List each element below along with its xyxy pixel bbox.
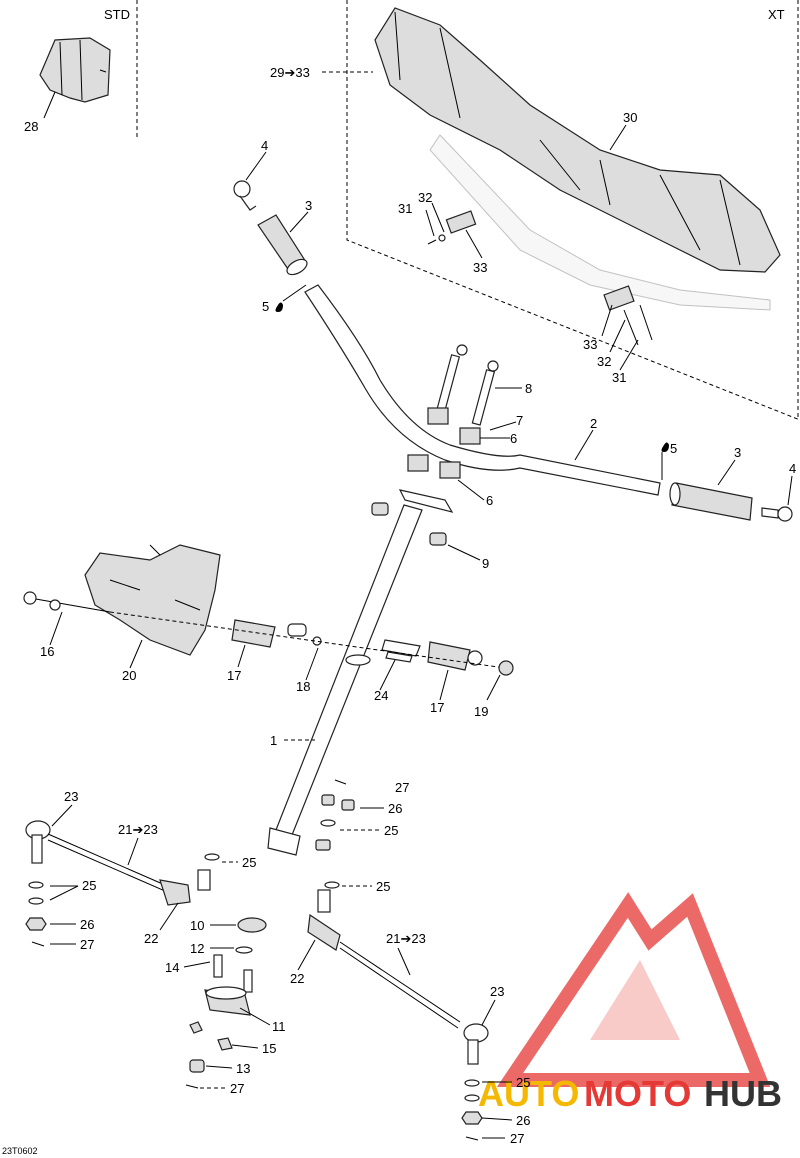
callout-18: 18 — [296, 679, 310, 694]
callout-15: 15 — [262, 1041, 276, 1056]
callout-19: 19 — [474, 704, 488, 719]
svg-text:HUB: HUB — [704, 1073, 782, 1114]
callout-26c: 26 — [516, 1113, 530, 1128]
callout-21b: 21➔23 — [386, 931, 426, 946]
callout-4a: 4 — [261, 138, 268, 153]
callout-3b: 3 — [734, 445, 741, 460]
part-17-bushings — [231, 619, 483, 671]
callout-16: 16 — [40, 644, 54, 659]
part-10-15-lower-hardware — [185, 917, 267, 1089]
tie-rod-right — [307, 889, 489, 1065]
callout-12: 12 — [190, 941, 204, 956]
part-16-bolt — [23, 591, 111, 613]
part-4-end-cap-right — [761, 506, 793, 522]
callout-31b: 31 — [612, 370, 626, 385]
callout-25a: 25 — [384, 823, 398, 838]
callout-24: 24 — [374, 688, 388, 703]
callout-33b: 33 — [583, 337, 597, 352]
xt-clamp-33 — [427, 210, 653, 346]
callout-32a: 32 — [418, 190, 432, 205]
callout-22b: 22 — [290, 971, 304, 986]
callout-21a: 21➔23 — [118, 822, 158, 837]
callout-25e: 25 — [516, 1075, 530, 1090]
part-9-nuts — [371, 502, 447, 546]
drawing-code: 23T0602 — [2, 1146, 38, 1156]
tie-rod-left — [25, 820, 211, 906]
part-28-handlebar-pad — [39, 37, 111, 103]
xt-frame: XT — [346, 0, 800, 421]
callout-17b: 17 — [430, 700, 444, 715]
callout-6b: 6 — [486, 493, 493, 508]
callout-25b: 25 — [242, 855, 256, 870]
callout-27b: 27 — [80, 937, 94, 952]
part-8-clamp-bolts — [436, 344, 499, 426]
watermark-logo — [496, 892, 771, 1087]
std-frame: STD — [104, 0, 138, 140]
callout-29-33: 29➔33 — [270, 65, 310, 80]
part-3-grip-right — [669, 482, 753, 521]
callout-30: 30 — [623, 110, 637, 125]
callout-7: 7 — [516, 413, 523, 428]
callout-31a: 31 — [398, 201, 412, 216]
callout-23b: 23 — [490, 984, 504, 999]
callout-5b: 5 — [670, 441, 677, 456]
callout-25c: 25 — [82, 878, 96, 893]
leader-lines — [43, 71, 793, 1139]
callout-32b: 32 — [597, 354, 611, 369]
part-25-26-27-hardware — [25, 779, 483, 1141]
callout-1: 1 — [270, 733, 277, 748]
callout-13: 13 — [236, 1061, 250, 1076]
lubricant-drop-icon — [275, 302, 669, 452]
xt-label: XT — [768, 7, 785, 22]
callout-20: 20 — [122, 668, 136, 683]
callout-11: 11 — [272, 1019, 286, 1034]
callout-27a: 27 — [395, 780, 409, 795]
callout-28: 28 — [24, 119, 38, 134]
callout-26b: 26 — [80, 917, 94, 932]
callout-3a: 3 — [305, 198, 312, 213]
callout-2: 2 — [590, 416, 597, 431]
part-18-24-spacers — [109, 611, 506, 669]
callout-22a: 22 — [144, 931, 158, 946]
callout-9: 9 — [482, 556, 489, 571]
callout-23a: 23 — [64, 789, 78, 804]
callout-27d: 27 — [510, 1131, 524, 1146]
svg-text:MOTO: MOTO — [584, 1073, 691, 1114]
part-6-7-clamps — [398, 407, 481, 513]
svg-text:AUTO: AUTO — [478, 1073, 579, 1114]
callout-4b: 4 — [789, 461, 796, 476]
part-1-steering-column — [267, 504, 423, 856]
callout-14: 14 — [165, 960, 179, 975]
part-2-handlebar — [304, 284, 661, 496]
callout-6a: 6 — [510, 431, 517, 446]
callout-10: 10 — [190, 918, 204, 933]
callout-17a: 17 — [227, 668, 241, 683]
part-19-nut — [498, 660, 514, 676]
callout-5a: 5 — [262, 299, 269, 314]
part-30-xt-pad — [374, 7, 781, 311]
callout-25d: 25 — [376, 879, 390, 894]
part-20-support — [84, 544, 221, 656]
part-4-end-cap-left — [233, 180, 257, 211]
part-3-grip-left — [257, 214, 308, 276]
callout-26a: 26 — [388, 801, 402, 816]
watermark-text: AUTO MOTO HUB — [478, 1073, 782, 1114]
callout-labels: 28 29➔33 30 4 3 5 31 32 33 33 32 31 8 7 … — [2, 65, 796, 1156]
std-label: STD — [104, 7, 130, 22]
callout-33a: 33 — [473, 260, 487, 275]
callout-8: 8 — [525, 381, 532, 396]
callout-27c: 27 — [230, 1081, 244, 1096]
